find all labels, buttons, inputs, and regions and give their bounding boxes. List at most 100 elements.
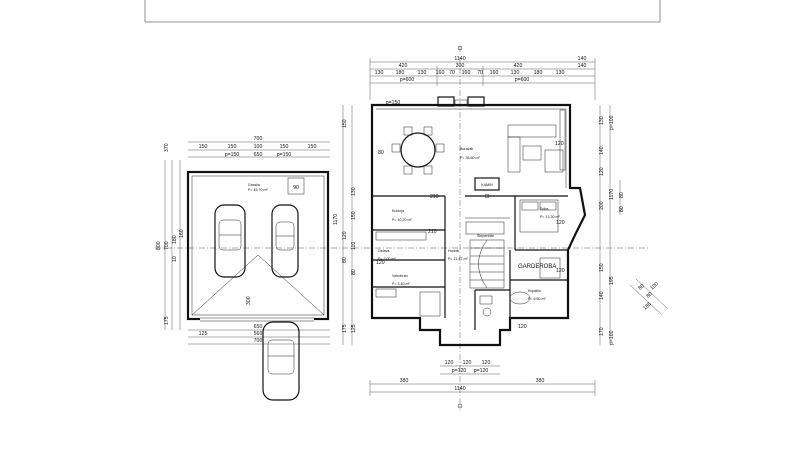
dim-right-3: p=100 <box>609 115 615 130</box>
dim-garage-part-3: 100 <box>254 144 263 150</box>
dim-right-8: 80 <box>619 206 625 212</box>
dim-top-part-11: 130 <box>556 70 565 76</box>
dim-left-10: 125 <box>351 324 357 333</box>
top-dimensions: 1140 420 300 420 140 140 130 180 130 160… <box>369 56 596 100</box>
room-living-name: Boravak <box>460 147 473 151</box>
left-dimensions: 150 1170 130 150 120 110 80 80 175 125 <box>333 105 357 345</box>
dim-garage-window-2: p=150 <box>277 152 292 158</box>
garage-box-dim: 90 <box>293 185 299 191</box>
dim-garage-window-1: p=150 <box>225 152 240 158</box>
dim-garage-left-5: 160 <box>179 229 185 238</box>
dim-right-7: 80 <box>619 192 625 198</box>
dim-garage-left-1: 370 <box>164 143 170 152</box>
kitchen-counter <box>375 231 441 317</box>
garage-dimensions: 700 150 150 100 150 150 p=150 650 p=150 … <box>156 136 330 345</box>
dim-room-6: 120 <box>556 220 565 226</box>
dim-top-part-1: 130 <box>375 70 384 76</box>
dim-left-2: 1170 <box>333 214 339 225</box>
dim-right-13: p=100 <box>609 330 615 345</box>
axis-marker-bottom <box>457 403 463 409</box>
room-bathroom-name: Kupatilo <box>528 289 541 293</box>
dim-garage-bottom-4: 700 <box>254 338 263 344</box>
dim-garage-bottom-2: 125 <box>199 331 208 337</box>
dim-garage-part-1: 150 <box>199 144 208 150</box>
dim-top-edge-lower: 140 <box>578 63 587 69</box>
dim-top-part-2: 180 <box>396 70 405 76</box>
diag-dim-1: 80 <box>637 283 645 291</box>
room-kitchen-name: Kuhinja <box>392 209 404 213</box>
dim-garage-bottom-5: 175 <box>164 316 170 325</box>
dim-right-2: 140 <box>599 146 605 155</box>
right-dimensions: 130 140 p=100 120 1170 200 80 80 150 140… <box>599 105 625 345</box>
car-icon <box>262 321 300 401</box>
dim-bottom-door-1: 120 <box>445 360 454 366</box>
dim-room-3: 210 <box>430 194 439 200</box>
dim-bottom-window-1: p=120 <box>452 368 467 374</box>
dim-top-edge-upper: 140 <box>578 56 587 62</box>
dim-bottom-right: 380 <box>536 378 545 384</box>
dim-top-part-3: 130 <box>418 70 427 76</box>
house-walls: KAMIN <box>370 96 587 347</box>
diag-dim-2: 80 <box>645 291 653 299</box>
dim-bottom-left: 380 <box>400 378 409 384</box>
dim-left-3: 130 <box>351 187 357 196</box>
dim-right-11: 195 <box>609 276 615 285</box>
dim-garage-left-6: 10 <box>172 256 178 262</box>
diag-dim-4: 185 <box>642 301 653 311</box>
dim-top-part-10: 180 <box>534 70 543 76</box>
bottom-dimensions: 380 380 1140 120 120 120 p=120 p=120 <box>369 360 596 396</box>
dim-garage-part-5: 150 <box>308 144 317 150</box>
room-bedroom-name: Soba <box>540 207 548 211</box>
room-entry-area: P= 3,40 m² <box>392 282 410 286</box>
dim-bottom-door-3: 120 <box>482 360 491 366</box>
room-pantry-name: Ostava <box>378 249 389 253</box>
dim-garage-part-4: 150 <box>280 144 289 150</box>
car-icon <box>271 204 299 278</box>
room-bathroom-area: P= 6,60 m² <box>528 297 546 301</box>
dim-room-8: 120 <box>518 324 527 330</box>
dim-right-10: 140 <box>599 291 605 300</box>
dim-bottom-window-2: p=120 <box>474 368 489 374</box>
dim-garage-left-4: 180 <box>172 235 178 244</box>
sofa <box>507 109 566 173</box>
dim-top-part-5: 70 <box>449 70 455 76</box>
diag-dim-3: 100 <box>649 281 660 291</box>
car-icon <box>214 204 246 278</box>
garage-door-dim: 300 <box>246 296 252 305</box>
dim-bottom-overall: 1140 <box>454 386 465 392</box>
room-bedroom-area: P= 13,30 m² <box>540 215 560 219</box>
dim-right-5: 1170 <box>609 189 615 200</box>
room-living-area: P= 36,60 m² <box>460 156 480 160</box>
dim-garage-left-3: 700 <box>164 241 170 250</box>
dim-right-1: 130 <box>599 116 605 125</box>
dim-top-overall: 1140 <box>454 56 465 62</box>
room-dimension-labels: 80 120 210 120 210 120 120 120 <box>376 141 565 330</box>
fireplace-label: KAMIN <box>481 183 493 187</box>
room-kitchen-area: P= 10,20 m² <box>392 218 412 222</box>
dim-top-part-9: 130 <box>511 70 520 76</box>
dim-top-window-right: p=600 <box>515 77 530 83</box>
dim-garage-width: 700 <box>254 136 263 142</box>
window-dim-living: p=150 <box>386 100 401 106</box>
dim-left-7: 80 <box>342 257 348 263</box>
room-hall-area: P= 21,47 m² <box>448 257 468 261</box>
stairs <box>465 221 505 289</box>
dim-left-9: 175 <box>342 324 348 333</box>
dim-left-4: 150 <box>351 211 357 220</box>
dim-garage-part-2: 150 <box>228 144 237 150</box>
garage: Garaža P= 45,70 m² 90 300 <box>186 170 330 322</box>
dim-left-1: 150 <box>342 119 348 128</box>
dim-top-half-right: 420 <box>514 63 523 69</box>
dim-room-7: 120 <box>556 268 565 274</box>
dim-top-part-4: 160 <box>436 70 445 76</box>
dim-right-12: 170 <box>599 327 605 336</box>
room-stair-name: Stepenište <box>477 234 494 238</box>
dim-room-4: 120 <box>376 260 385 266</box>
dim-room-1: 80 <box>378 150 384 156</box>
dim-bottom-door-2: 120 <box>463 360 472 366</box>
dim-left-5: 120 <box>342 231 348 240</box>
dim-room-5: 210 <box>428 229 437 235</box>
bathroom-fixtures <box>479 257 561 317</box>
axis-marker-top <box>457 45 463 51</box>
